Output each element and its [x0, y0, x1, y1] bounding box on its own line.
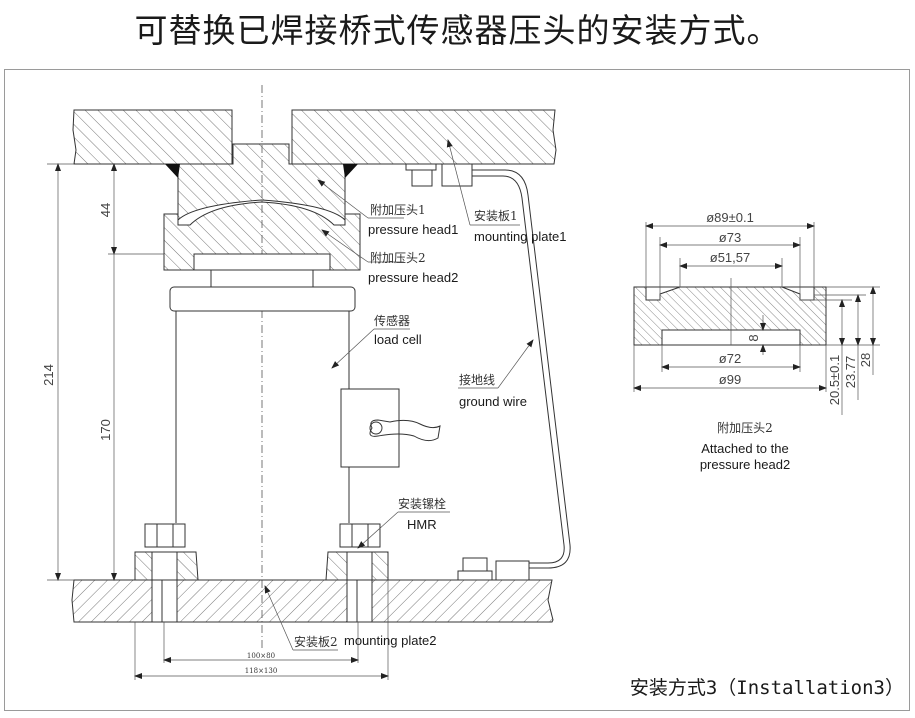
dim-d99: ø99: [719, 372, 741, 387]
dim-d51: ø51,57: [710, 250, 750, 265]
label-pressure-head1-en: pressure head1: [368, 222, 458, 237]
dim-23-77: 23.77: [843, 356, 858, 389]
dim-d72: ø72: [719, 351, 741, 366]
weld-mark-left: [165, 164, 180, 178]
bolt-left: [144, 523, 186, 548]
label-mounting-plate1-cn: 安装板1: [474, 208, 518, 223]
detail-caption-cn: 附加压头2: [717, 421, 773, 435]
weld-mark-right: [343, 164, 358, 178]
detail-caption-en-1: Attached to the: [701, 441, 788, 456]
load-cell-flange: [169, 286, 356, 312]
dim-214-label: 214: [41, 364, 56, 386]
mounting-plate2: [71, 579, 554, 623]
installation-caption: 安装方式3（Installation3）: [630, 677, 904, 699]
detail-pressure-head2: ø89±0.1 ø73 ø51,57 ø72 ø99 8 20.5±0.1 23…: [633, 210, 880, 472]
dim-170-label: 170: [98, 419, 113, 441]
ground-terminal-bottom: [457, 557, 530, 581]
label-load-cell-en: load cell: [374, 332, 422, 347]
svg-text:118×130: 118×130: [245, 667, 278, 675]
dimension-170: 170: [98, 254, 117, 581]
label-load-cell-cn: 传感器: [374, 313, 410, 328]
drawing-frame: [4, 69, 910, 711]
label-pressure-head2-en: pressure head2: [368, 270, 458, 285]
pressure-head1: [177, 143, 346, 222]
label-ground-wire-cn: 接地线: [459, 372, 495, 387]
dim-d89: ø89±0.1: [706, 210, 754, 225]
dim-8: 8: [746, 334, 761, 341]
dimension-118x130: 118×130: [134, 580, 389, 680]
dim-44-label: 44: [98, 203, 113, 217]
main-assembly: 214 44 170 100×80 118×130: [41, 85, 571, 680]
pressure-head2-recess: [193, 253, 331, 271]
dimension-44: 44: [98, 163, 164, 255]
label-mounting-plate1-en: mounting plate1: [474, 229, 567, 244]
dim-20-5: 20.5±0.1: [827, 355, 842, 406]
label-pressure-head2-cn: 附加压头2: [370, 251, 426, 265]
bolt-right: [339, 523, 381, 548]
ground-terminal-top: [405, 163, 473, 187]
ground-wire: [472, 169, 571, 569]
label-mounting-plate2-en: mounting plate2: [344, 633, 437, 648]
dimension-100x80: 100×80: [163, 622, 359, 663]
pressure-head2: [163, 201, 361, 271]
detail-caption-en-2: pressure head2: [700, 457, 790, 472]
label-mounting-plate2-cn: 安装板2: [294, 634, 338, 649]
svg-text:100×80: 100×80: [247, 652, 275, 660]
dim-28: 28: [858, 353, 873, 367]
dim-d73: ø73: [719, 230, 741, 245]
label-pressure-head1-cn: 附加压头1: [370, 203, 426, 217]
label-bolt-en: HMR: [407, 517, 437, 532]
load-cell-top-cap: [210, 269, 314, 288]
label-bolt-cn: 安装镙栓: [398, 496, 446, 511]
mounting-plate1-left: [72, 109, 233, 165]
cable-icon: [369, 419, 441, 442]
mounting-plate1-right: [291, 109, 557, 165]
label-ground-wire-en: ground wire: [459, 394, 527, 409]
dimension-214: 214: [41, 163, 74, 581]
page-title: 可替换已焊接桥式传感器压头的安装方式。: [134, 11, 781, 50]
